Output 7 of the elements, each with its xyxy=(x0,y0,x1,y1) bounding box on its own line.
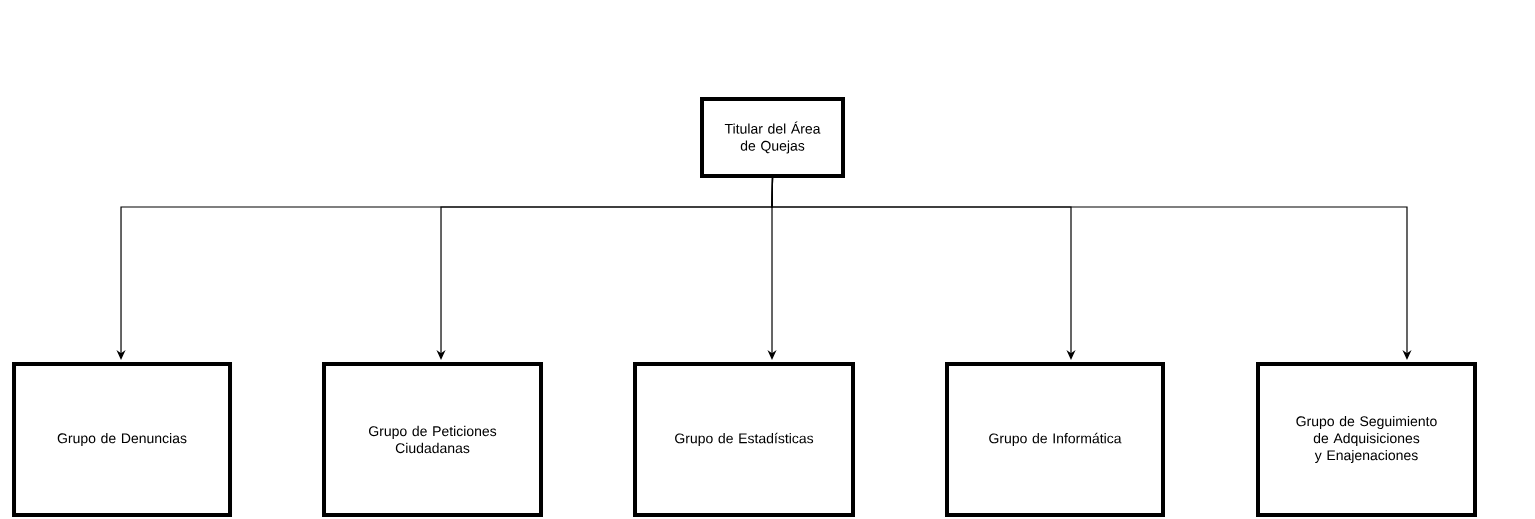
group-box: Grupo de Peticiones Ciudadanas xyxy=(322,362,543,517)
group-box: Grupo de Denuncias xyxy=(12,362,232,517)
group-box: Grupo de Informática xyxy=(945,362,1165,517)
group-box: Grupo de Estadísticas xyxy=(633,362,855,517)
title-box: Titular del Área de Quejas xyxy=(700,97,845,178)
arrow xyxy=(771,177,1412,360)
group-box: Grupo de Seguimiento de Adquisiciones y Enajenaciones xyxy=(1256,362,1477,517)
